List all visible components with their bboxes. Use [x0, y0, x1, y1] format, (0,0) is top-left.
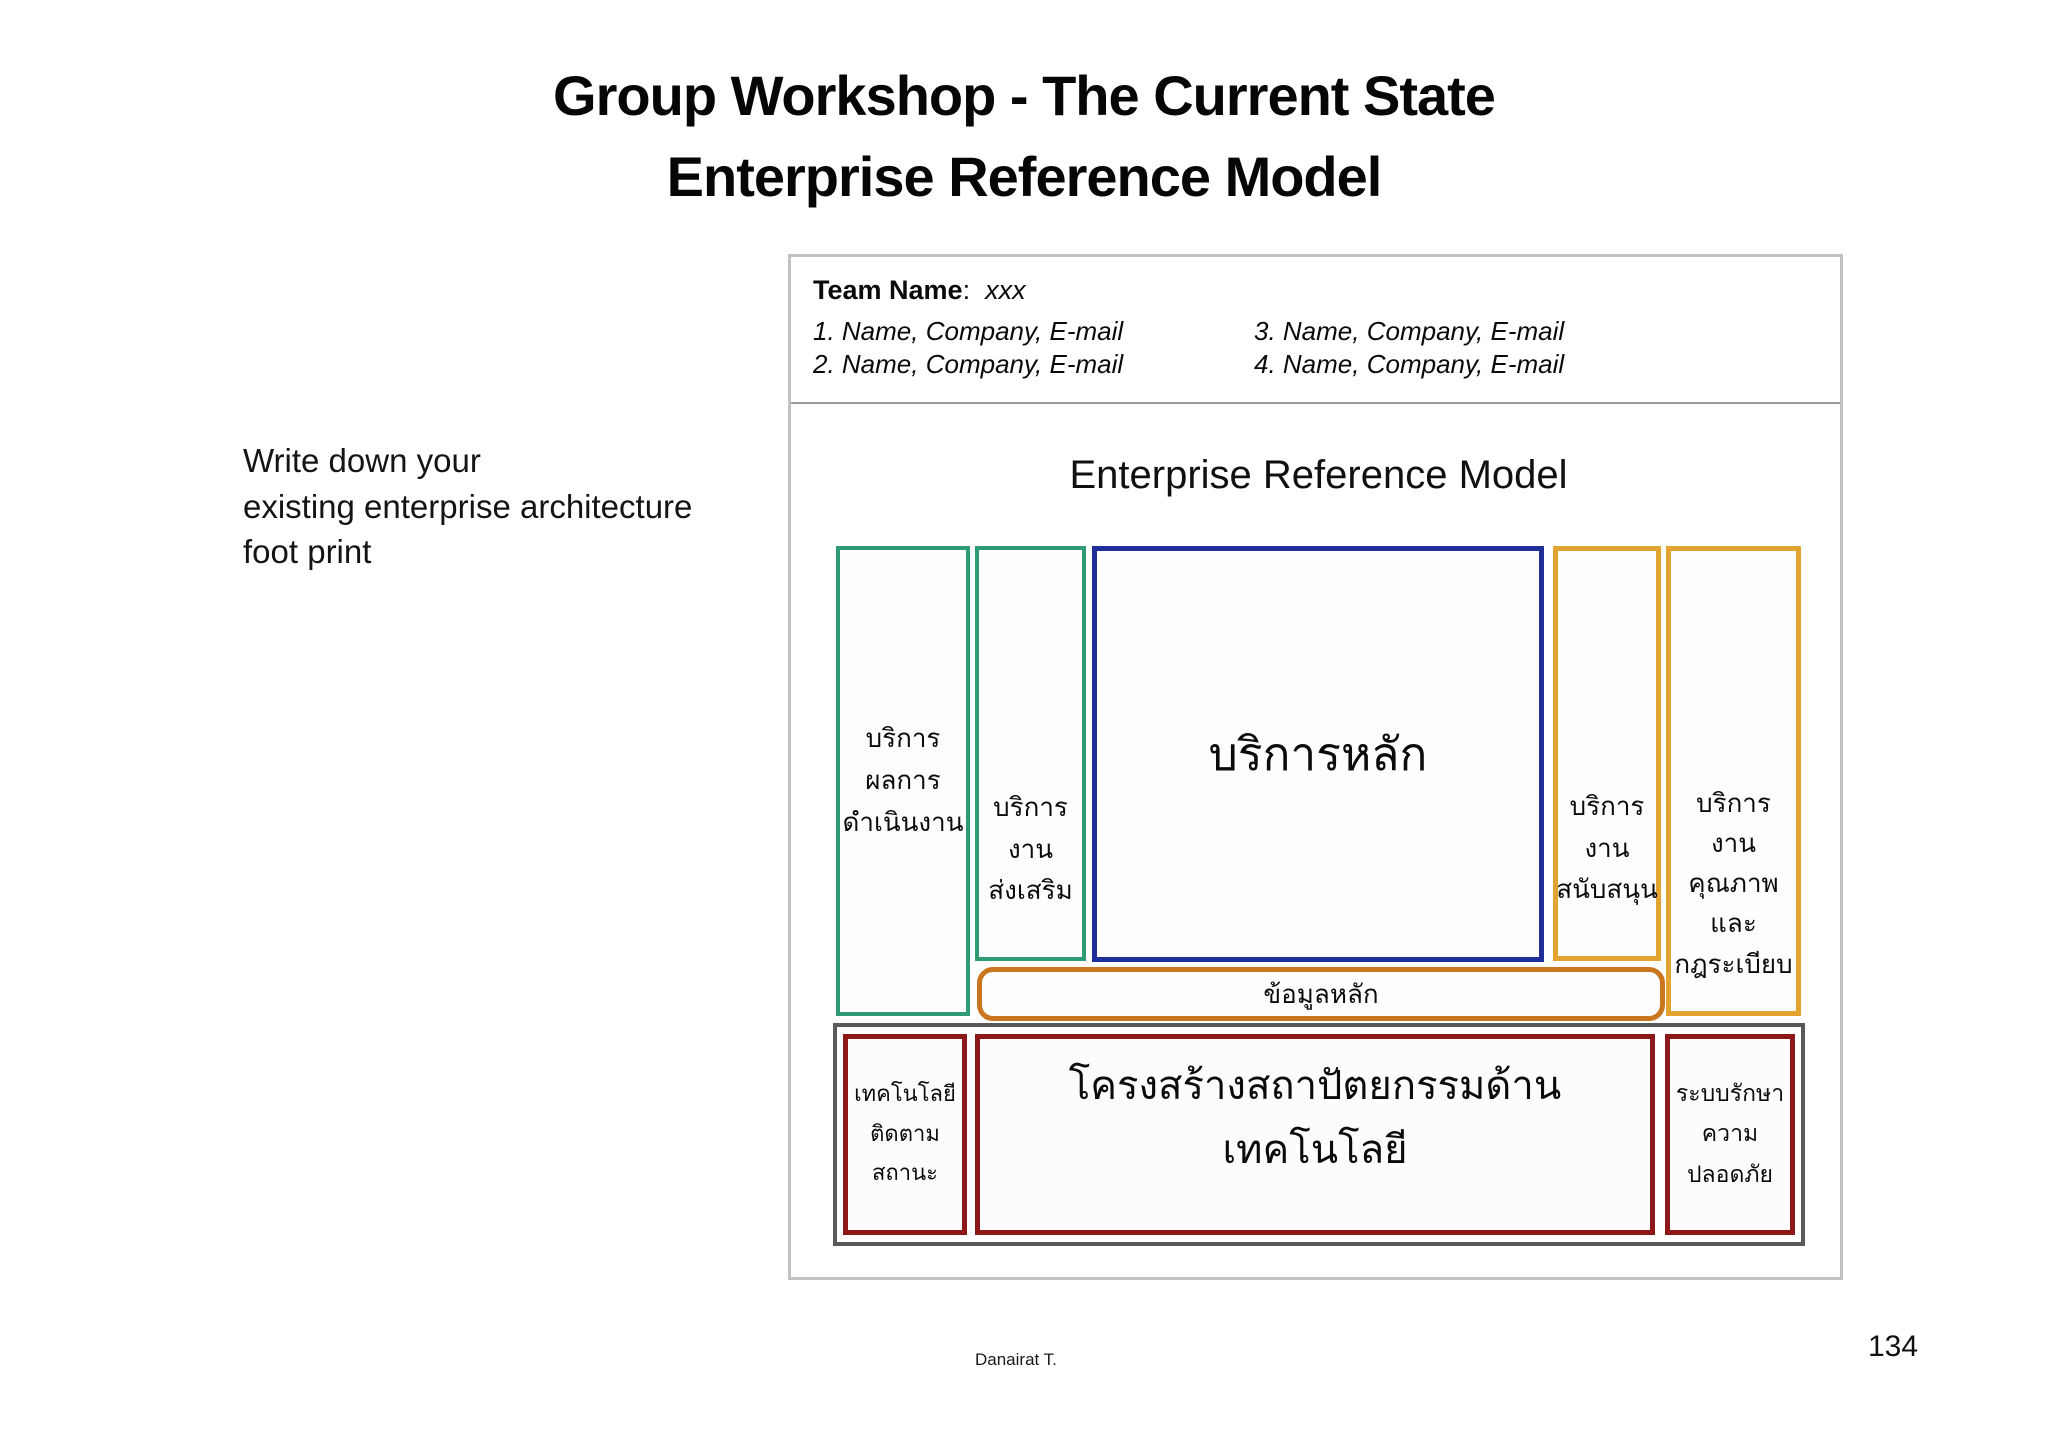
- team-name-value: xxx: [985, 275, 1026, 305]
- box-master-data: ข้อมูลหลัก: [977, 967, 1665, 1021]
- team-name-label: Team Name: [813, 275, 963, 305]
- side-note: Write down your existing enterprise arch…: [243, 442, 693, 571]
- box-performance-services: บริการ ผลการ ดำเนินงาน: [836, 546, 970, 1016]
- box-quality-regulation-services: บริการ งาน คุณภาพ และ กฎระเบียบ: [1666, 546, 1801, 1016]
- team-name-line: Team Name: xxx: [813, 275, 1026, 306]
- box-promotion-services: บริการ งาน ส่งเสริม: [975, 546, 1086, 961]
- team-member-4: 4. Name, Company, E-mail: [1254, 349, 1565, 379]
- team-info-box: Team Name: xxx 1. Name, Company, E-mail …: [791, 257, 1840, 404]
- team-members-left-column: 1. Name, Company, E-mail 2. Name, Compan…: [813, 315, 1123, 381]
- box-technology-monitoring: เทคโนโลยี ติดตาม สถานะ: [843, 1034, 967, 1235]
- page-number: 134: [1868, 1330, 1919, 1363]
- box-security-system: ระบบรักษา ความปลอดภัย: [1665, 1034, 1795, 1235]
- box-technology-architecture: โครงสร้างสถาปัตยกรรมด้านเทคโนโลยี: [975, 1034, 1655, 1235]
- box-core-services: บริการหลัก: [1092, 546, 1544, 962]
- footer-author: Danairat T.: [975, 1350, 1057, 1369]
- box-support-services: บริการ งาน สนับสนุน: [1553, 546, 1661, 961]
- technology-architecture-label: โครงสร้างสถาปัตยกรรมด้านเทคโนโลยี: [1068, 1062, 1562, 1173]
- workshop-panel: Team Name: xxx 1. Name, Company, E-mail …: [788, 254, 1843, 1280]
- technology-section: เทคโนโลยี ติดตาม สถานะ โครงสร้างสถาปัตยก…: [833, 1023, 1805, 1246]
- diagram-heading: Enterprise Reference Model: [1069, 453, 1568, 497]
- team-name-separator: :: [962, 275, 971, 305]
- title-line-2: Enterprise Reference Model: [666, 144, 1383, 208]
- team-member-3: 3. Name, Company, E-mail: [1254, 316, 1565, 346]
- team-member-1: 1. Name, Company, E-mail: [813, 316, 1124, 346]
- team-member-2: 2. Name, Company, E-mail: [813, 349, 1124, 379]
- title-line-1: Group Workshop - The Current State: [553, 64, 1496, 127]
- slide-title: Group Workshop - The Current State Enter…: [0, 56, 2048, 217]
- team-members-right-column: 3. Name, Company, E-mail 4. Name, Compan…: [1254, 315, 1564, 381]
